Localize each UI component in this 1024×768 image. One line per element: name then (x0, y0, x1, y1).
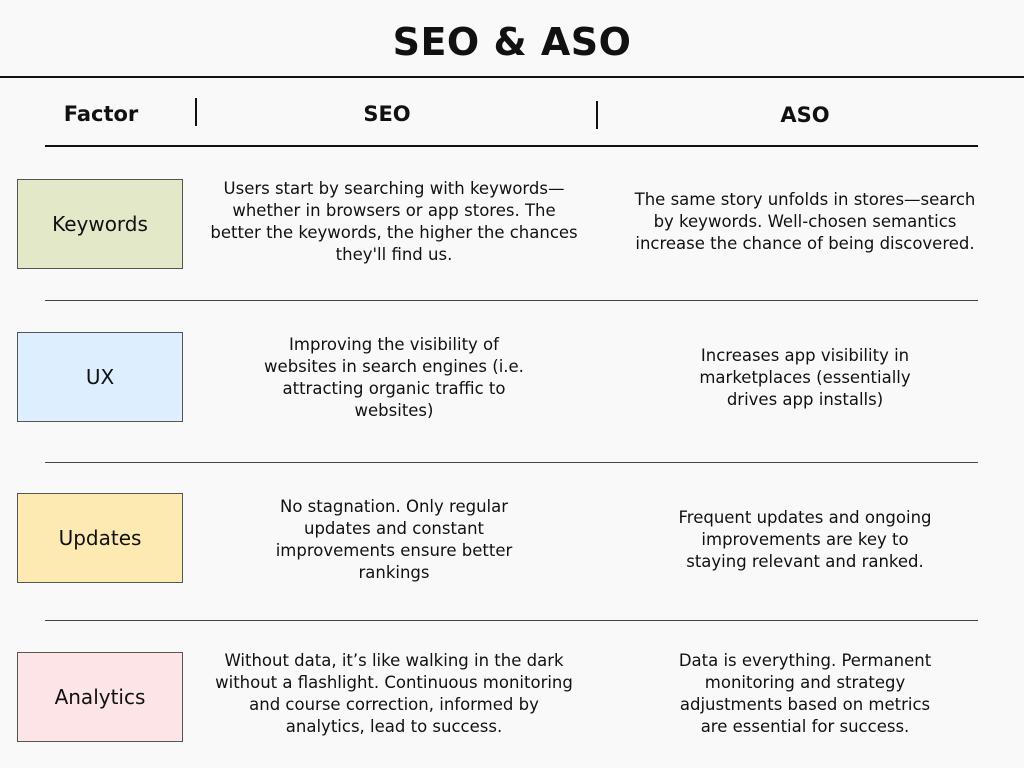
page-title: SEO & ASO (392, 20, 632, 64)
aso-cell-ux: Increases app visibility in marketplaces… (612, 326, 998, 430)
row-divider (45, 462, 978, 463)
aso-cell-analytics: Data is everything. Permanent monitoring… (612, 636, 998, 752)
seo-cell-ux: Improving the visibility of websites in … (205, 326, 583, 430)
seo-cell-updates: No stagnation. Only regular updates and … (205, 488, 583, 592)
title-divider (0, 76, 1024, 78)
aso-text-keywords: The same story unfolds in stores—search … (634, 190, 976, 253)
seo-text-ux: Improving the visibility of websites in … (264, 335, 524, 420)
row-divider (45, 620, 978, 621)
aso-cell-updates: Frequent updates and ongoing improvement… (612, 488, 998, 592)
factor-keywords: Keywords (17, 179, 183, 269)
aso-cell-keywords: The same story unfolds in stores—search … (612, 170, 998, 274)
aso-text-updates: Frequent updates and ongoing improvement… (678, 508, 932, 571)
header-divider (195, 98, 197, 126)
column-header-aso: ASO (780, 103, 830, 127)
seo-text-analytics: Without data, it’s like walking in the d… (215, 651, 573, 736)
aso-text-analytics: Data is everything. Permanent monitoring… (678, 651, 932, 736)
seo-text-updates: No stagnation. Only regular updates and … (275, 497, 513, 582)
seo-cell-keywords: Users start by searching with keywords—w… (205, 170, 583, 274)
column-header-seo: SEO (363, 102, 411, 126)
seo-text-keywords: Users start by searching with keywords—w… (210, 179, 578, 264)
factor-analytics: Analytics (17, 652, 183, 742)
aso-text-ux: Increases app visibility in marketplaces… (699, 346, 911, 409)
column-header-factor: Factor (63, 102, 139, 126)
header-underline (45, 145, 978, 147)
factor-updates: Updates (17, 493, 183, 583)
factor-ux: UX (17, 332, 183, 422)
seo-cell-analytics: Without data, it’s like walking in the d… (205, 636, 583, 752)
row-divider (45, 300, 978, 301)
header-divider (596, 101, 598, 129)
